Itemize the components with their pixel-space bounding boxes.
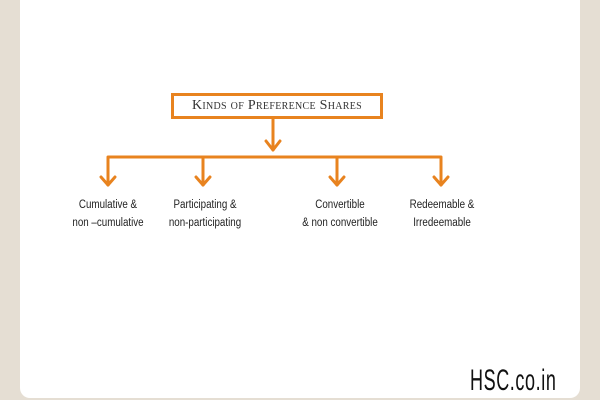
node-line-2: & non convertible xyxy=(302,217,378,229)
branch-arrow-head-2 xyxy=(194,175,212,187)
node-line-2: Irredeemable xyxy=(413,217,471,229)
branch-arrow-head-1 xyxy=(99,175,117,187)
branch-arrow-head-3 xyxy=(328,175,346,187)
node-convertible: Convertible & non convertible xyxy=(285,196,396,232)
node-redeemable: Redeemable & Irredeemable xyxy=(387,196,498,232)
branch-arrow-head-4 xyxy=(432,175,450,187)
watermark: HSC.co.in xyxy=(470,364,557,397)
node-cumulative: Cumulative & non –cumulative xyxy=(53,196,164,232)
node-line-1: Convertible xyxy=(315,199,365,211)
node-line-1: Cumulative & xyxy=(78,199,138,211)
root-arrow-head xyxy=(264,139,282,152)
diagram-card xyxy=(20,0,580,398)
node-line-2: non-participating xyxy=(168,217,242,229)
root-node-title: Kinds of Preference Shares xyxy=(171,93,383,119)
node-line-2: non –cumulative xyxy=(72,217,144,229)
node-participating: Participating & non-participating xyxy=(150,196,261,232)
branch-bar xyxy=(106,155,443,187)
node-line-1: Participating & xyxy=(173,199,237,211)
node-line-1: Redeemable & xyxy=(409,199,475,211)
